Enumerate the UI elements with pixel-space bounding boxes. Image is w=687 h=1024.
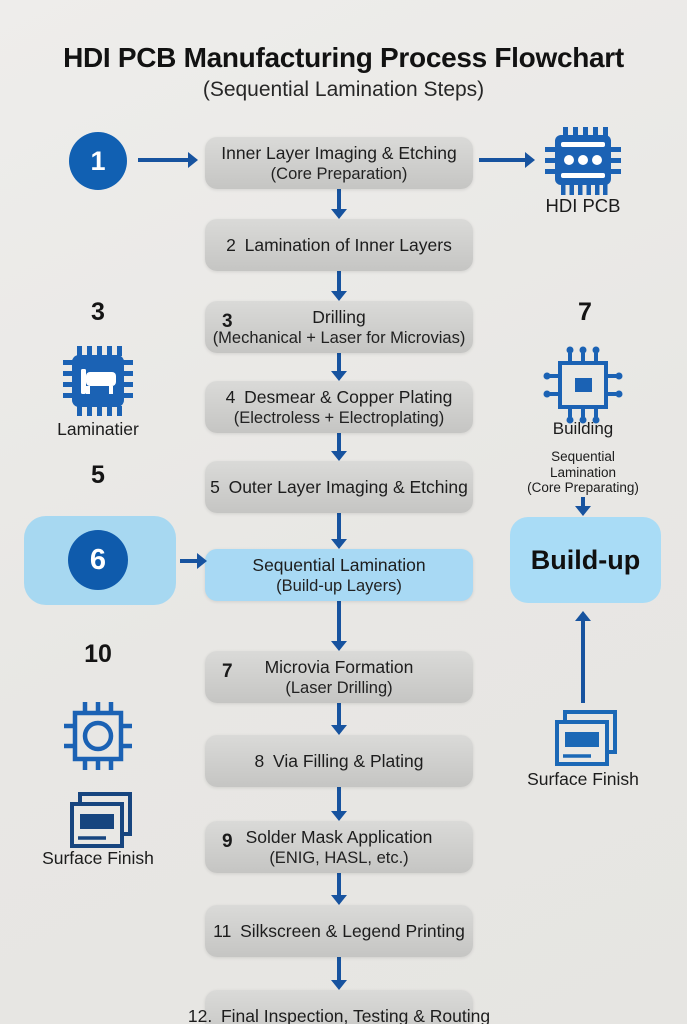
surface-finish-icon — [70, 792, 132, 848]
surface-finish-label: Surface Finish — [42, 848, 154, 868]
step-label: (Mechanical + Laser for Microvias) — [212, 329, 466, 347]
note-line: Sequential — [551, 449, 615, 464]
arrow-down-icon — [330, 189, 348, 219]
side-number-5: 5 — [91, 461, 105, 489]
step-box-5: 5 Outer Layer Imaging & Etching — [205, 461, 473, 513]
arrow-down-icon — [330, 271, 348, 301]
lamination-highlight-box: 6 — [24, 516, 176, 605]
step-box-8: 8 Via Filling & Plating — [205, 735, 473, 787]
step-label: Inner Layer Imaging & Etching — [221, 143, 457, 163]
surface-finish-label: Surface Finish — [527, 769, 639, 789]
page-subtitle: (Sequential Lamination Steps) — [202, 78, 485, 101]
arrow-right-icon — [138, 152, 198, 168]
step-number: 7 — [222, 661, 233, 682]
step-label: (ENIG, HASL, etc.) — [269, 849, 409, 867]
arrow-down-icon — [330, 873, 348, 905]
arrow-up-icon — [574, 611, 592, 703]
side-number-3: 3 — [91, 298, 105, 326]
step-box-10: 11 Silkscreen & Legend Printing — [205, 905, 473, 957]
step-label: Solder Mask Application — [245, 827, 433, 847]
sequential-lamination-note: Sequential Lamination (Core Preparating) — [513, 449, 653, 496]
step-box-2: 2 Lamination of Inner Layers — [205, 219, 473, 271]
step-label: Drilling — [312, 307, 366, 327]
chip-outline-icon — [64, 702, 132, 770]
arrow-down-icon — [330, 703, 348, 735]
step-label: (Build-up Layers) — [276, 577, 402, 595]
surface-finish-icon — [555, 710, 617, 766]
step-label: (Laser Drilling) — [285, 679, 393, 697]
step-box-3: 3 Drilling (Mechanical + Laser for Microvi… — [205, 301, 473, 353]
laminator-chip-icon — [63, 346, 133, 416]
note-line: Lamination — [549, 464, 617, 480]
step-box-1: Inner Layer Imaging & Etching (Core Prepa… — [205, 137, 473, 189]
step-label: 11 Silkscreen & Legend Printing — [213, 921, 465, 941]
side-number-10: 10 — [84, 640, 112, 668]
arrow-right-icon — [180, 553, 207, 569]
note-line: (Core Preparating) — [527, 480, 639, 495]
arrow-right-icon — [479, 152, 535, 168]
hdi-pcb-label: HDI PCB — [545, 195, 621, 216]
hdi-pcb-chip-icon — [545, 127, 621, 195]
arrow-down-icon — [330, 601, 348, 651]
building-chip-icon — [543, 346, 623, 424]
process-column: Inner Layer Imaging & Etching (Core Prepa… — [188, 137, 490, 1024]
step-box-9: 9 Solder Mask Application (ENIG, HASL, etc… — [205, 821, 473, 873]
step-label: (Core Preparation) — [270, 165, 408, 183]
arrow-down-icon — [330, 353, 348, 381]
step-6-badge: 6 — [68, 530, 128, 590]
arrow-down-icon — [330, 787, 348, 821]
arrow-down-icon — [574, 497, 592, 516]
arrow-down-icon — [330, 957, 348, 990]
step-label: 8 Via Filling & Plating — [254, 751, 424, 771]
step-box-7: 7 Microvia Formation (Laser Drilling) — [205, 651, 473, 703]
step-label: 5 Outer Layer Imaging & Etching — [210, 477, 468, 497]
step-label: 12. Final Inspection, Testing & Routing — [187, 1006, 491, 1024]
arrow-down-icon — [330, 433, 348, 461]
step-box-4: 4 Desmear & Copper Plating (Electroless +… — [205, 381, 473, 433]
buildup-box: Build-up — [510, 517, 661, 603]
step-label: (Electroless + Electroplating) — [233, 409, 445, 427]
arrow-down-icon — [330, 513, 348, 549]
step-number: 3 — [222, 311, 233, 332]
step-label: 2 Lamination of Inner Layers — [226, 235, 452, 255]
step-label: Sequential Lamination — [252, 555, 426, 575]
step-box-11: 12. Final Inspection, Testing & Routing — [188, 990, 490, 1024]
step-label: 4 Desmear & Copper Plating — [225, 387, 453, 407]
step-box-6: Sequential Lamination (Build-up Layers) — [205, 549, 473, 601]
step-1-badge: 1 — [69, 132, 127, 190]
step-label: Microvia Formation — [264, 657, 414, 677]
building-label: Building — [552, 419, 614, 438]
side-number-7: 7 — [578, 298, 592, 326]
page-title: HDI PCB Manufacturing Process Flowchart — [63, 42, 624, 73]
laminator-label: Laminatier — [57, 419, 139, 439]
step-number: 9 — [222, 831, 233, 852]
